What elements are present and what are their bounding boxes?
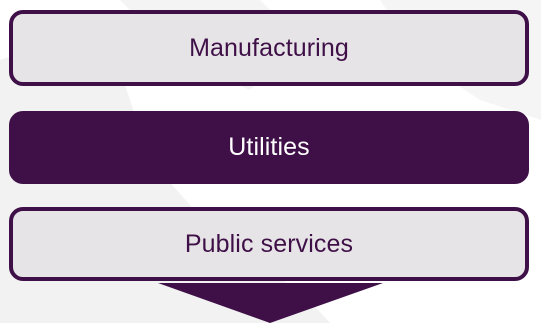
step-label-manufacturing: Manufacturing xyxy=(189,33,349,62)
step-box-manufacturing: Manufacturing xyxy=(9,10,529,86)
step-label-public-services: Public services xyxy=(184,229,354,258)
step-box-public-services: Public services xyxy=(9,207,529,281)
step-box-utilities: Utilities xyxy=(9,111,529,184)
step-label-utilities: Utilities xyxy=(228,133,310,161)
